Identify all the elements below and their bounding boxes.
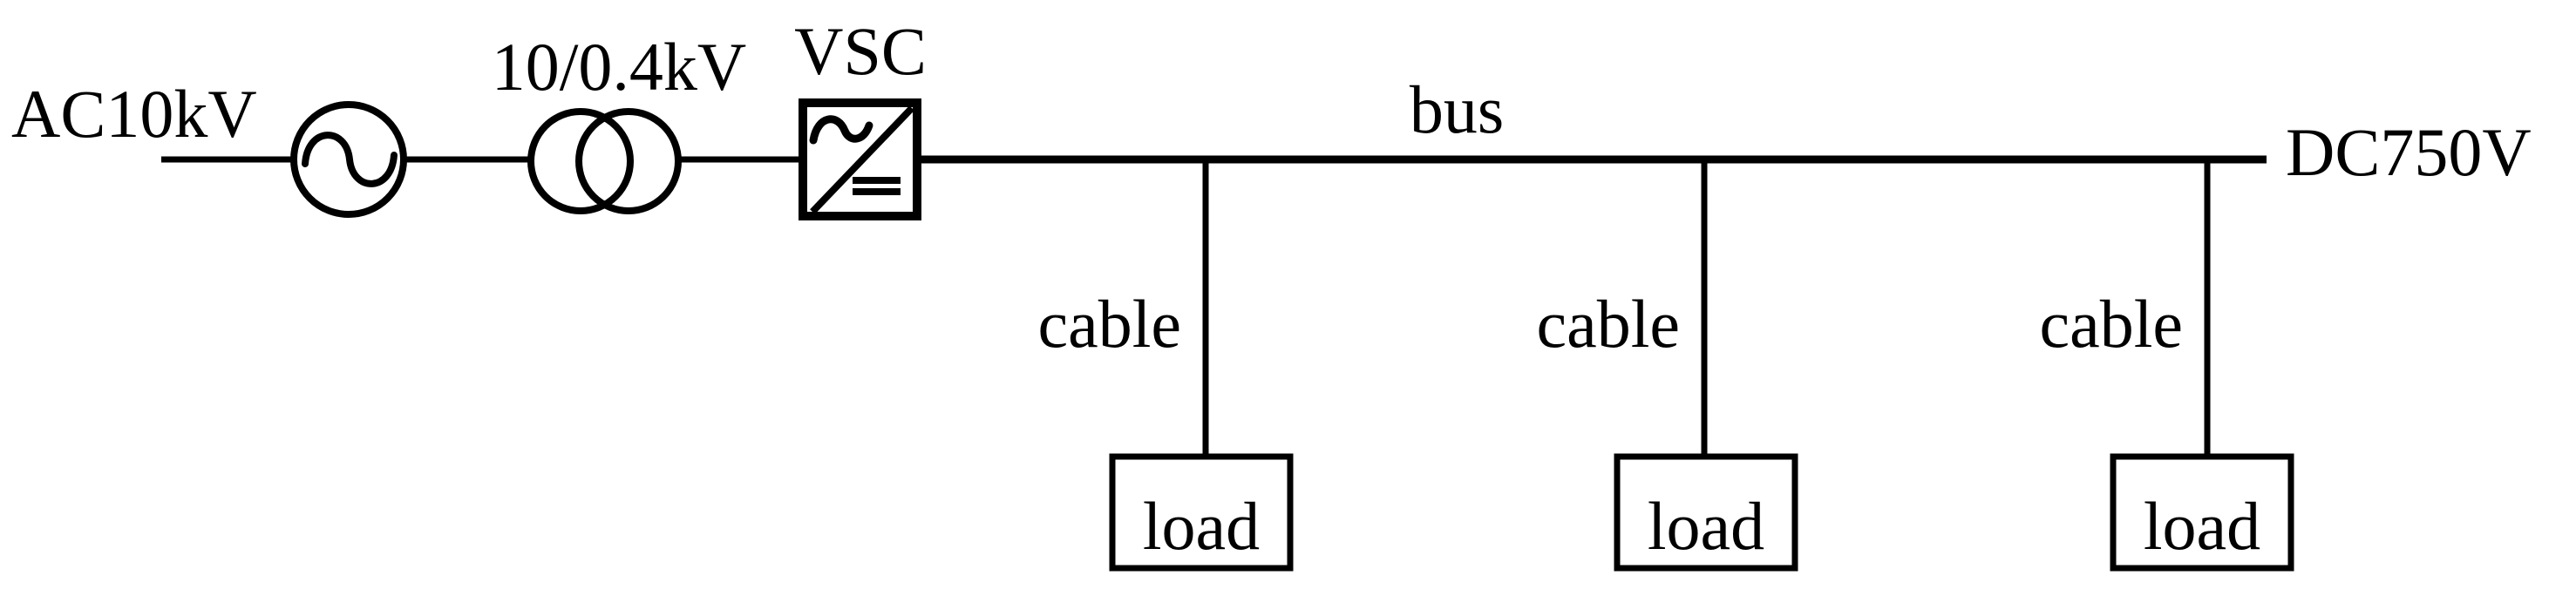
load-label-3: load <box>2144 488 2260 564</box>
dc-bar-bottom <box>853 188 901 195</box>
ac-source-label: AC10kV <box>11 76 257 152</box>
converter-ac-tilde-icon <box>809 115 873 145</box>
converter-label: VSC <box>794 13 927 89</box>
cable-label-1: cable <box>1037 286 1181 362</box>
load-label-2: load <box>1648 488 1764 564</box>
load-label-1: load <box>1143 488 1260 564</box>
vsc-converter-icon <box>799 98 921 220</box>
load-box-1 <box>1109 453 1294 572</box>
cable-label-2: cable <box>1536 286 1680 362</box>
dc-bar-top <box>853 177 901 184</box>
feeder-3: cable load <box>2039 159 2294 572</box>
transformer-icon <box>527 108 682 214</box>
converter-dc-bars-icon <box>853 177 901 195</box>
load-box-2 <box>1614 453 1798 572</box>
load-box-3 <box>2110 453 2294 572</box>
dc-voltage-label: DC750V <box>2286 114 2532 190</box>
ac-source-icon <box>290 101 407 218</box>
cable-label-3: cable <box>2039 286 2183 362</box>
feeder-1: cable load <box>1037 159 1294 572</box>
converter-diagonal-line <box>810 105 914 214</box>
transformer-label: 10/0.4kV <box>492 29 747 105</box>
bus-label: bus <box>1410 71 1504 147</box>
transformer-primary-winding <box>527 108 634 214</box>
feeder-2: cable load <box>1536 159 1798 572</box>
sine-wave-icon <box>302 132 398 187</box>
